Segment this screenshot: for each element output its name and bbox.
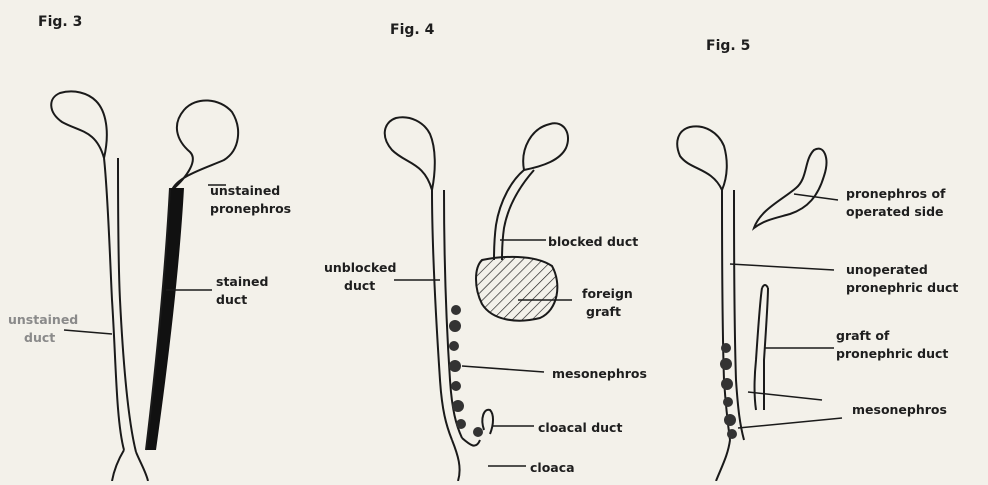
fig-4-title: Fig. 4 [390,22,435,38]
fig-5-label-unoperated-1: unoperated [846,262,928,277]
fig-4-label-unblocked-1: unblocked [324,260,396,275]
fig-4-foreign-graft [476,257,557,321]
fig-5-operated-pronephros [754,149,826,228]
fig-5-leader-mesonephros-a [748,392,822,400]
fig-3-label-stained-2: duct [216,292,247,307]
figure-4: Fig. 4 [324,22,647,481]
fig-3-label-unstained-2: pronephros [210,201,291,216]
fig-3-left-pronephros [51,91,148,481]
fig-5-label-mesonephros: mesonephros [852,402,947,417]
fig-4-left-pronephros [385,117,480,481]
fig-3-stained-duct [146,188,184,450]
fig-3-title: Fig. 3 [38,14,82,30]
fig-3-leader-unstained [64,330,112,334]
fig-4-label-graft-2: graft [586,304,621,319]
fig-5-label-pronephros-2: operated side [846,204,944,219]
fig-5-left-pronephros [677,126,744,481]
fig-4-mesonephros-tubules [449,305,483,437]
fig-4-label-blocked: blocked duct [548,234,638,249]
fig-4-leader-mesonephros [462,366,544,372]
fig-3-label-unstained-duct-1: unstained [8,312,78,327]
figure-3: Fig. 3 unstained pronephros stained duct… [8,14,291,481]
fig-4-label-cloacal-duct: cloacal duct [538,420,622,435]
fig-5-label-graft-1: graft of [836,328,890,343]
fig-5-title: Fig. 5 [706,38,750,54]
fig-3-right-pronephros [172,100,238,190]
fig-4-label-cloaca: cloaca [530,460,575,475]
fig-3-label-unstained-duct-2: duct [24,330,55,345]
fig-4-cloacal-duct [482,410,493,434]
fig-5-label-graft-2: pronephric duct [836,346,948,361]
fig-3-label-stained-1: stained [216,274,268,289]
fig-5-leader-unoperated [730,264,834,270]
fig-4-label-mesonephros: mesonephros [552,366,647,381]
figure-5: Fig. 5 pronephros of op [677,38,958,481]
fig-5-label-pronephros-1: pronephros of [846,186,946,201]
fig-4-label-graft-1: foreign [582,286,633,301]
fig-3-label-unstained-1: unstained [210,183,280,198]
fig-5-label-unoperated-2: pronephric duct [846,280,958,295]
fig-5-leader-mesonephros-b [738,418,842,428]
fig-4-label-unblocked-2: duct [344,278,375,293]
